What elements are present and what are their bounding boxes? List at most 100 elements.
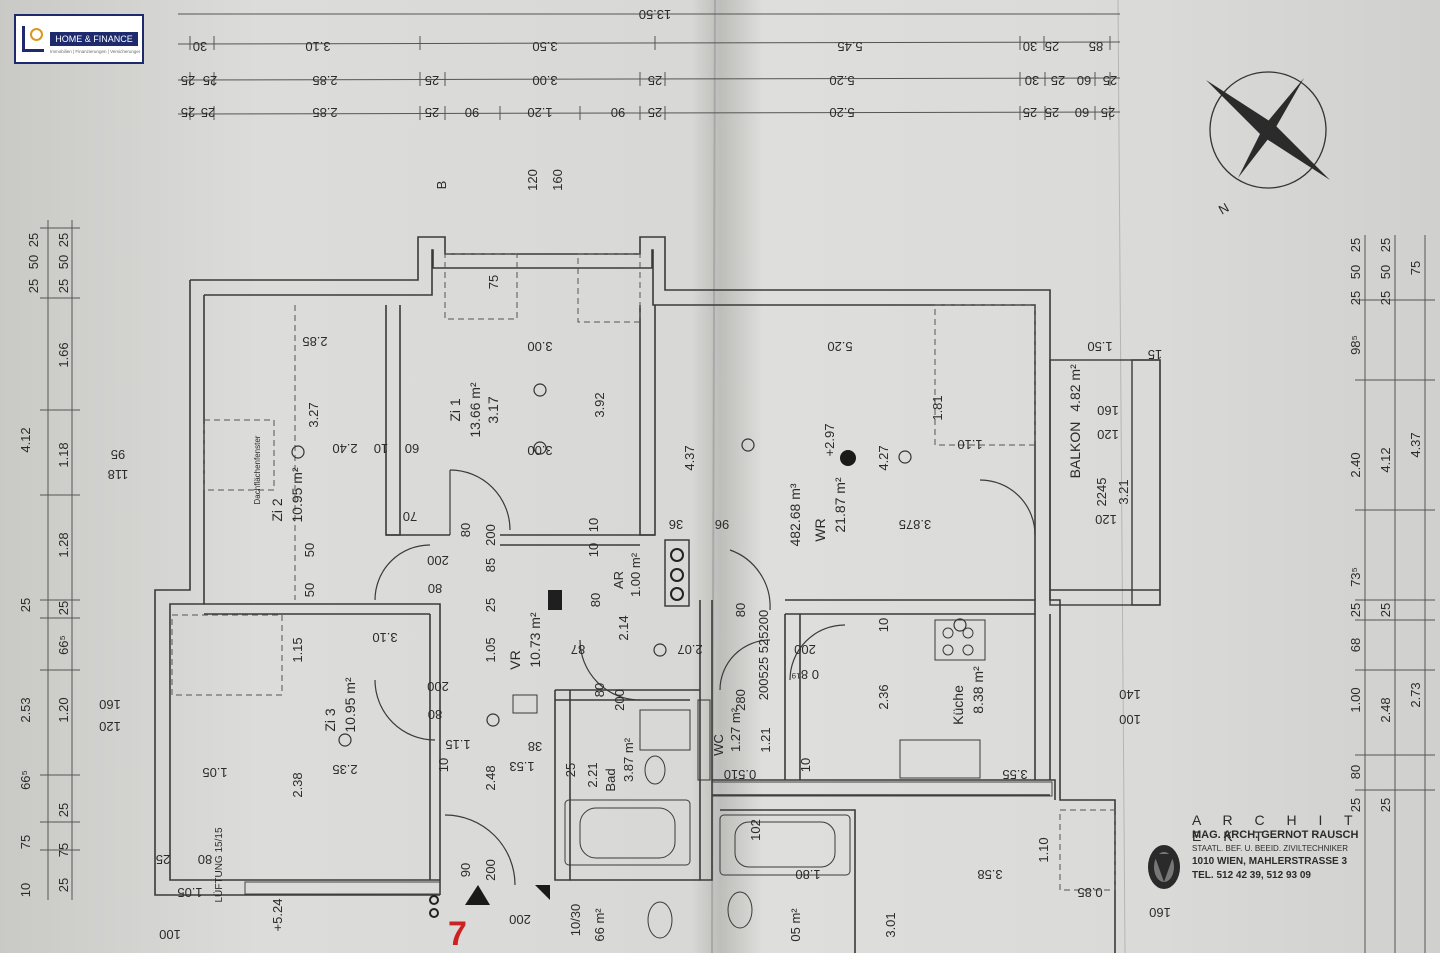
- top-dimension-lines: [177, 13, 1121, 120]
- dim-text: 1.05: [177, 885, 202, 900]
- ventilation-label: LÜFTUNG 15/15: [213, 827, 225, 902]
- room-wc-name: WC: [711, 734, 726, 756]
- room-kueche-area: 8.38 m²: [970, 666, 986, 714]
- right-dimension-texts: 25 50 25 25 50 25 75 98⁵ 2.40 4.12 4.37 …: [1348, 238, 1423, 812]
- dim-text: 25: [483, 598, 498, 612]
- dim-text: 3.10: [305, 39, 330, 54]
- dim-text: 140: [1119, 687, 1141, 702]
- dim-text: 25: [1348, 798, 1363, 812]
- dim-text: 30: [1025, 73, 1039, 88]
- dim-text: 70: [403, 509, 417, 524]
- dim-text: 95: [111, 447, 125, 462]
- house-logo-icon: [22, 26, 44, 52]
- dim-text: 25: [1348, 238, 1363, 252]
- dim-text: 160: [1149, 905, 1171, 920]
- dim-text: 85: [1089, 39, 1103, 54]
- dim-text: 1.28: [56, 532, 71, 557]
- room-zi1-name: Zi 1: [447, 398, 463, 422]
- dim-text: 4.37: [682, 445, 697, 470]
- dim-text: 25: [1378, 291, 1393, 305]
- dim-text: 73⁵: [1348, 567, 1363, 587]
- light-fixture-icons: [291, 383, 967, 747]
- dim-text: 100: [159, 927, 181, 942]
- logo-tagline: Immobilien | Finanzierungen | Versicheru…: [50, 49, 140, 54]
- dim-text: 66 m²: [592, 908, 607, 942]
- dim-text: 3.00: [527, 339, 552, 354]
- dim-text: 102: [748, 819, 763, 841]
- dim-text: 25: [563, 763, 578, 777]
- dim-text: 05 m²: [788, 908, 803, 942]
- stamp-address: 1010 WIEN, MAHLERSTRASSE 3: [1192, 856, 1348, 867]
- dim-text: 25: [1348, 291, 1363, 305]
- dim-text: 36: [669, 517, 683, 532]
- dim-text: 90: [465, 105, 479, 120]
- dim-text: 2.07: [677, 642, 702, 657]
- dim-text: 120: [99, 719, 121, 734]
- dim-text: 2.85: [312, 105, 337, 120]
- balcony-outline: [1049, 359, 1161, 606]
- dim-text: 100: [1119, 712, 1141, 727]
- dim-text: 80: [428, 707, 442, 722]
- dim-text: 1.15: [290, 637, 305, 662]
- home-finance-logo: HOME & FINANCE Immobilien | Finanzierung…: [14, 14, 144, 64]
- dim-text: 200: [427, 679, 449, 694]
- top-dimension-texts: 13.50 30 3.10 3.50 5.45 30 25 85 25 25 2…: [181, 7, 1117, 120]
- dim-text: 4.27: [876, 445, 891, 470]
- dim-text: 25: [56, 878, 71, 892]
- stair-symbol: 7: [429, 885, 550, 953]
- dim-text: 80: [198, 852, 212, 867]
- dim-text: 280: [733, 689, 748, 711]
- dim-text: 2.73: [1408, 682, 1423, 707]
- svg-text:N: N: [1216, 200, 1232, 218]
- dim-text: 200: [427, 553, 449, 568]
- dim-text: 10: [436, 758, 451, 772]
- room-wr-name: WR: [812, 518, 828, 541]
- dim-text: 25: [56, 601, 71, 615]
- dim-text: 3.00: [527, 443, 552, 458]
- dim-text: 5.45: [837, 39, 862, 54]
- dim-text: 96: [715, 517, 729, 532]
- room-zi3-name: Zi 3: [322, 708, 338, 732]
- dim-text: 50: [56, 255, 71, 269]
- dim-text: 25: [18, 598, 33, 612]
- dim-text: 80: [733, 603, 748, 617]
- left-dimension-lines: [40, 220, 80, 900]
- room-vr-area: 10.73 m²: [527, 612, 543, 668]
- dim-text: 10: [586, 543, 601, 557]
- room-zi3-area: 10.95 m²: [342, 677, 358, 733]
- dim-text: 25: [181, 105, 195, 120]
- dim-text: 3.27: [306, 402, 321, 427]
- dim-text: 1.20: [527, 105, 552, 120]
- dim-text: 25: [56, 803, 71, 817]
- dim-text: 4.12: [1378, 447, 1393, 472]
- dim-text: 3.55: [1002, 767, 1027, 782]
- dim-text: 25: [1023, 105, 1037, 120]
- dim-total-width: 13.50: [639, 7, 672, 22]
- dim-text: 1.00: [1348, 687, 1363, 712]
- dim-text: 90: [611, 105, 625, 120]
- dim-text: 1.66: [56, 342, 71, 367]
- room-balkon-area: 4.82 m²: [1067, 364, 1083, 412]
- dim-text: 50: [26, 255, 41, 269]
- dim-text: 25: [56, 233, 71, 247]
- dim-text: 118: [108, 467, 129, 482]
- dim-text: 3.875: [899, 517, 932, 532]
- dim-text: 10: [798, 758, 813, 772]
- right-dimension-lines: [1355, 235, 1435, 953]
- dim-text: 2.40: [1348, 452, 1363, 477]
- dim-text: 0.510: [724, 767, 757, 782]
- level-label-lower: +5.24: [270, 899, 285, 932]
- misc-dimension-labels: B 120 160 75 3.00 3.00 3.92 2.85 3.27 2.…: [99, 169, 1171, 942]
- dim-text: 2.35: [332, 762, 357, 777]
- dim-text: 87: [571, 642, 585, 657]
- dim-text: 98⁵: [1348, 335, 1363, 355]
- room-zi2-name: Zi 2: [269, 498, 285, 522]
- dim-text: 25: [1378, 238, 1393, 252]
- coat-of-arms-seal-icon: [1148, 845, 1180, 889]
- dim-text: 200: [794, 642, 816, 657]
- dim-text: 120: [1097, 427, 1119, 442]
- dim-text: 25: [26, 279, 41, 293]
- dim-text: 3.00: [532, 73, 557, 88]
- dim-text: 200: [483, 524, 498, 546]
- dim-text: 90: [458, 863, 473, 877]
